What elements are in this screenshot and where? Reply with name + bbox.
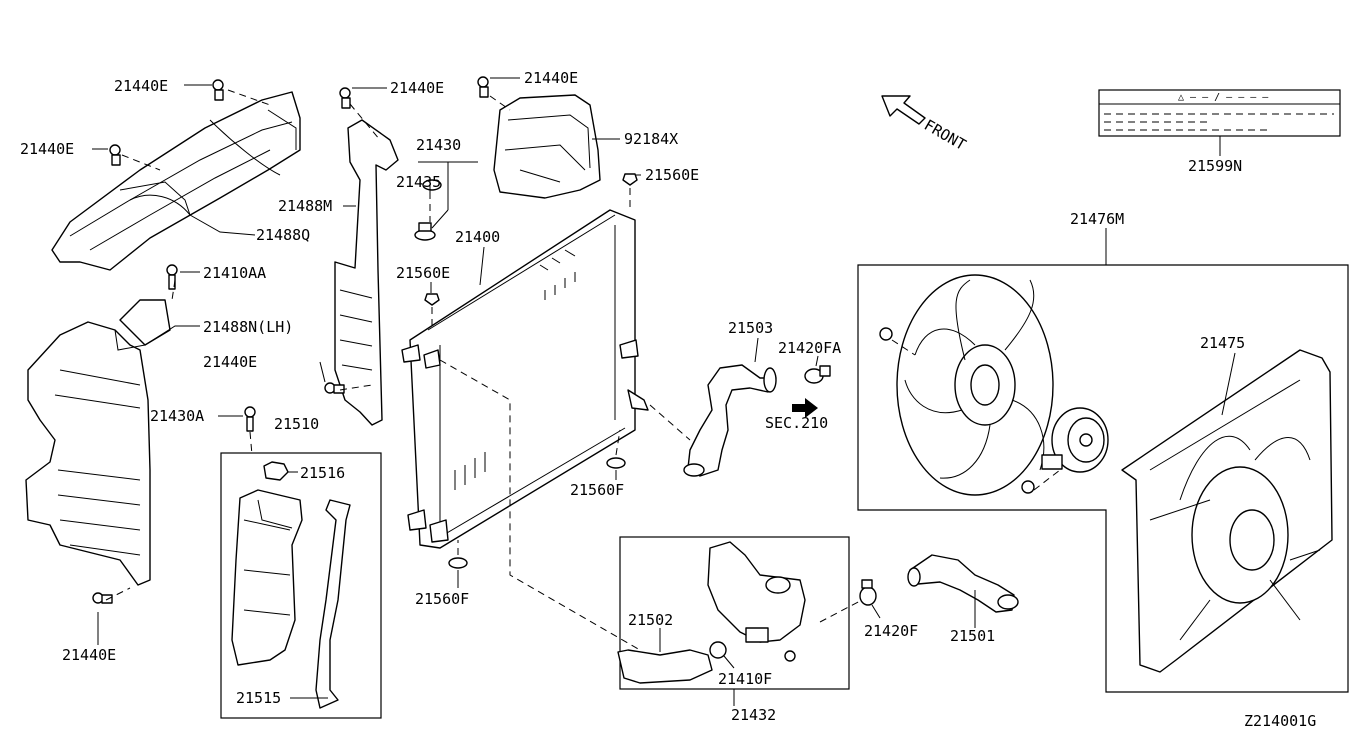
label-21400: 21400 [455, 228, 500, 246]
label-21488Q: 21488Q [256, 226, 310, 244]
label-92184X: 92184X [624, 130, 678, 148]
arrow-sec [792, 398, 818, 418]
label-21560F-b: 21560F [415, 590, 469, 608]
label-21501: 21501 [950, 627, 995, 645]
front-arrow [881, 95, 926, 125]
radiator-core [401, 209, 649, 549]
thermostat-housing [617, 541, 806, 684]
fan-blade [879, 274, 1054, 496]
part-labels: 21440E 21440E 21488Q 21410AA 21488N(LH) … [20, 69, 1316, 730]
label-21440E-a: 21440E [114, 77, 168, 95]
label-21430A: 21430A [150, 407, 204, 425]
label-21510: 21510 [274, 415, 319, 433]
upper-air-guide-rh [493, 94, 601, 199]
label-21432: 21432 [731, 706, 776, 724]
label-21440E-b: 21440E [20, 140, 74, 158]
label-plate: △ – – / – – – – [1098, 89, 1341, 137]
label-21410AA: 21410AA [203, 264, 266, 282]
label-21488M: 21488M [278, 197, 332, 215]
lower-air-guide-lh [25, 299, 171, 586]
label-21420FA: 21420FA [778, 339, 841, 357]
label-21560F-a: 21560F [570, 481, 624, 499]
lower-hose [907, 554, 1019, 613]
label-sec-210: SEC.210 [765, 414, 828, 432]
label-21503: 21503 [728, 319, 773, 337]
label-21440E-d: 21440E [62, 646, 116, 664]
label-21435: 21435 [396, 173, 441, 191]
hose-clamp-fa [804, 365, 831, 384]
label-plate-glyph: △ – – / – – – – [1178, 92, 1269, 103]
reservoir-tank [231, 461, 351, 709]
hose-clamp-f [859, 579, 877, 606]
label-21560E-b: 21560E [396, 264, 450, 282]
clip-fasteners [92, 76, 638, 604]
fan-assembly-box [857, 264, 1349, 693]
label-21410F: 21410F [718, 670, 772, 688]
upper-hose [683, 364, 777, 477]
leader-lines [92, 77, 1236, 706]
label-21420F: 21420F [864, 622, 918, 640]
side-shroud-lh [334, 119, 399, 426]
label-21599N: 21599N [1188, 157, 1242, 175]
fan-shroud [1121, 349, 1333, 673]
label-21488N-lh: 21488N(LH) [203, 318, 293, 336]
label-21515: 21515 [236, 689, 281, 707]
assembly-lines [105, 89, 1061, 651]
label-21516: 21516 [300, 464, 345, 482]
label-21440E-e: 21440E [390, 79, 444, 97]
label-21475: 21475 [1200, 334, 1245, 352]
label-21502: 21502 [628, 611, 673, 629]
fan-motor [1021, 407, 1109, 494]
label-21476M: 21476M [1070, 210, 1124, 228]
front-label: FRONT [921, 116, 969, 154]
label-21440E-f: 21440E [524, 69, 578, 87]
upper-radiator-cover [51, 91, 301, 271]
reservoir-box [220, 452, 382, 719]
label-21560E-a: 21560E [645, 166, 699, 184]
label-21440E-c: 21440E [203, 353, 257, 371]
diagram-id: Z214001G [1244, 712, 1316, 730]
label-21430: 21430 [416, 136, 461, 154]
